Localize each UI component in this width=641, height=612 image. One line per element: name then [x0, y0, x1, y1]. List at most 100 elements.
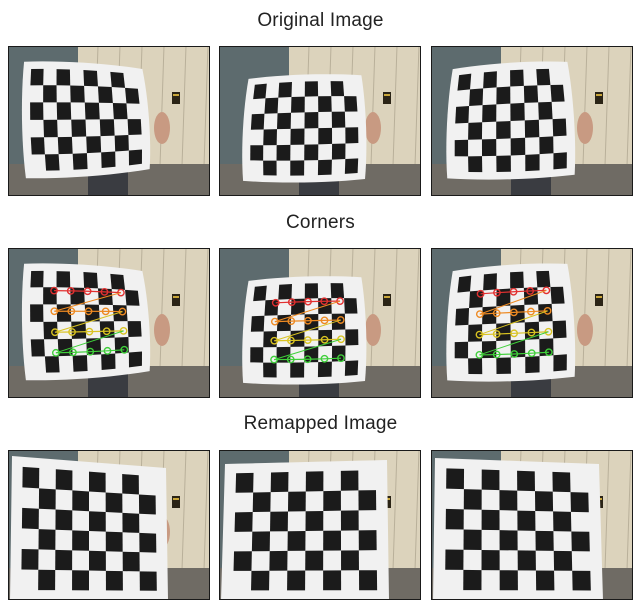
board-square [114, 135, 129, 152]
board-square [70, 287, 85, 305]
corner-link [54, 311, 123, 333]
board-square [481, 549, 500, 571]
corner-marker [526, 287, 535, 295]
corner-marker [336, 316, 345, 324]
board-square [330, 81, 345, 97]
corner-marker [66, 286, 75, 295]
board-square [341, 550, 359, 571]
board-square [517, 550, 536, 571]
board-square [331, 345, 346, 362]
corner-row-line [55, 349, 125, 354]
board-square [250, 347, 264, 363]
corner-row-line [274, 338, 342, 342]
board-square [253, 83, 267, 100]
board-square [454, 139, 469, 157]
board-square [468, 122, 483, 140]
board-square [263, 331, 277, 348]
board-square [278, 284, 292, 300]
board-square [510, 304, 525, 323]
board-square [496, 86, 511, 105]
corner-marker [51, 328, 59, 337]
board-square [517, 470, 535, 492]
board-square [499, 530, 518, 551]
board-square [463, 489, 482, 510]
board-square [250, 145, 264, 161]
board-square [305, 471, 324, 492]
board-square [445, 508, 464, 530]
board-square [468, 324, 483, 342]
board-square [55, 469, 73, 491]
board-square [468, 358, 483, 375]
board-square [553, 511, 572, 532]
board-square [30, 68, 44, 86]
board-square [264, 97, 279, 114]
board-square [278, 82, 292, 98]
corner-marker [320, 316, 329, 325]
corner-marker [287, 298, 296, 307]
hand [365, 112, 381, 144]
board-square [323, 570, 342, 591]
board-square [72, 570, 89, 591]
corner-marker [336, 297, 344, 306]
board-square [276, 112, 292, 130]
board-square [552, 118, 567, 137]
board-square [539, 338, 554, 357]
hand [154, 112, 170, 144]
hand [577, 112, 593, 144]
corner-marker [100, 287, 109, 296]
board-square [30, 137, 45, 155]
board-square [445, 549, 464, 570]
corner-marker [287, 336, 295, 345]
board-square [263, 160, 277, 176]
board-square [499, 490, 518, 511]
board-square [345, 329, 359, 346]
panel-remap-3 [431, 450, 633, 600]
board-square [482, 306, 497, 325]
board-square [43, 321, 58, 340]
board-square [535, 570, 555, 591]
board-square [253, 285, 267, 302]
board-square [101, 151, 116, 168]
corner-marker [320, 354, 329, 363]
board-square [71, 321, 87, 339]
board-square [105, 570, 123, 591]
corners-title: Corners [286, 212, 355, 233]
board-square [270, 472, 289, 493]
corner-marker [118, 307, 127, 316]
corner-marker [527, 328, 536, 337]
board-square [99, 321, 115, 339]
board-square [112, 102, 128, 120]
board-square [536, 68, 551, 86]
board-square [114, 337, 129, 354]
corner-marker [117, 288, 125, 297]
board-square [57, 136, 73, 155]
board-square [510, 69, 524, 87]
board-square [138, 494, 156, 515]
wall-sign [595, 294, 603, 306]
board-square [56, 102, 72, 120]
board-square [304, 283, 319, 299]
board-square [552, 320, 567, 339]
board-square [139, 532, 157, 553]
corner-marker [320, 297, 329, 306]
corner-marker [67, 307, 76, 316]
checkerboard-photo [431, 450, 633, 600]
corner-marker [303, 336, 312, 345]
board-square [55, 509, 73, 531]
board-square [463, 569, 482, 591]
corner-row-line [275, 300, 341, 304]
board-square [290, 330, 305, 347]
board-square [291, 298, 305, 315]
corner-marker [510, 329, 518, 338]
board-square [481, 469, 500, 491]
corner-marker [68, 328, 76, 336]
corner-link [274, 300, 341, 323]
board-square [305, 510, 324, 531]
corner-link [479, 289, 547, 315]
corner-marker [51, 348, 60, 357]
board-square [496, 121, 511, 139]
hand [154, 314, 170, 346]
board-square [317, 159, 332, 176]
hand [365, 314, 381, 346]
board-square [287, 531, 306, 551]
